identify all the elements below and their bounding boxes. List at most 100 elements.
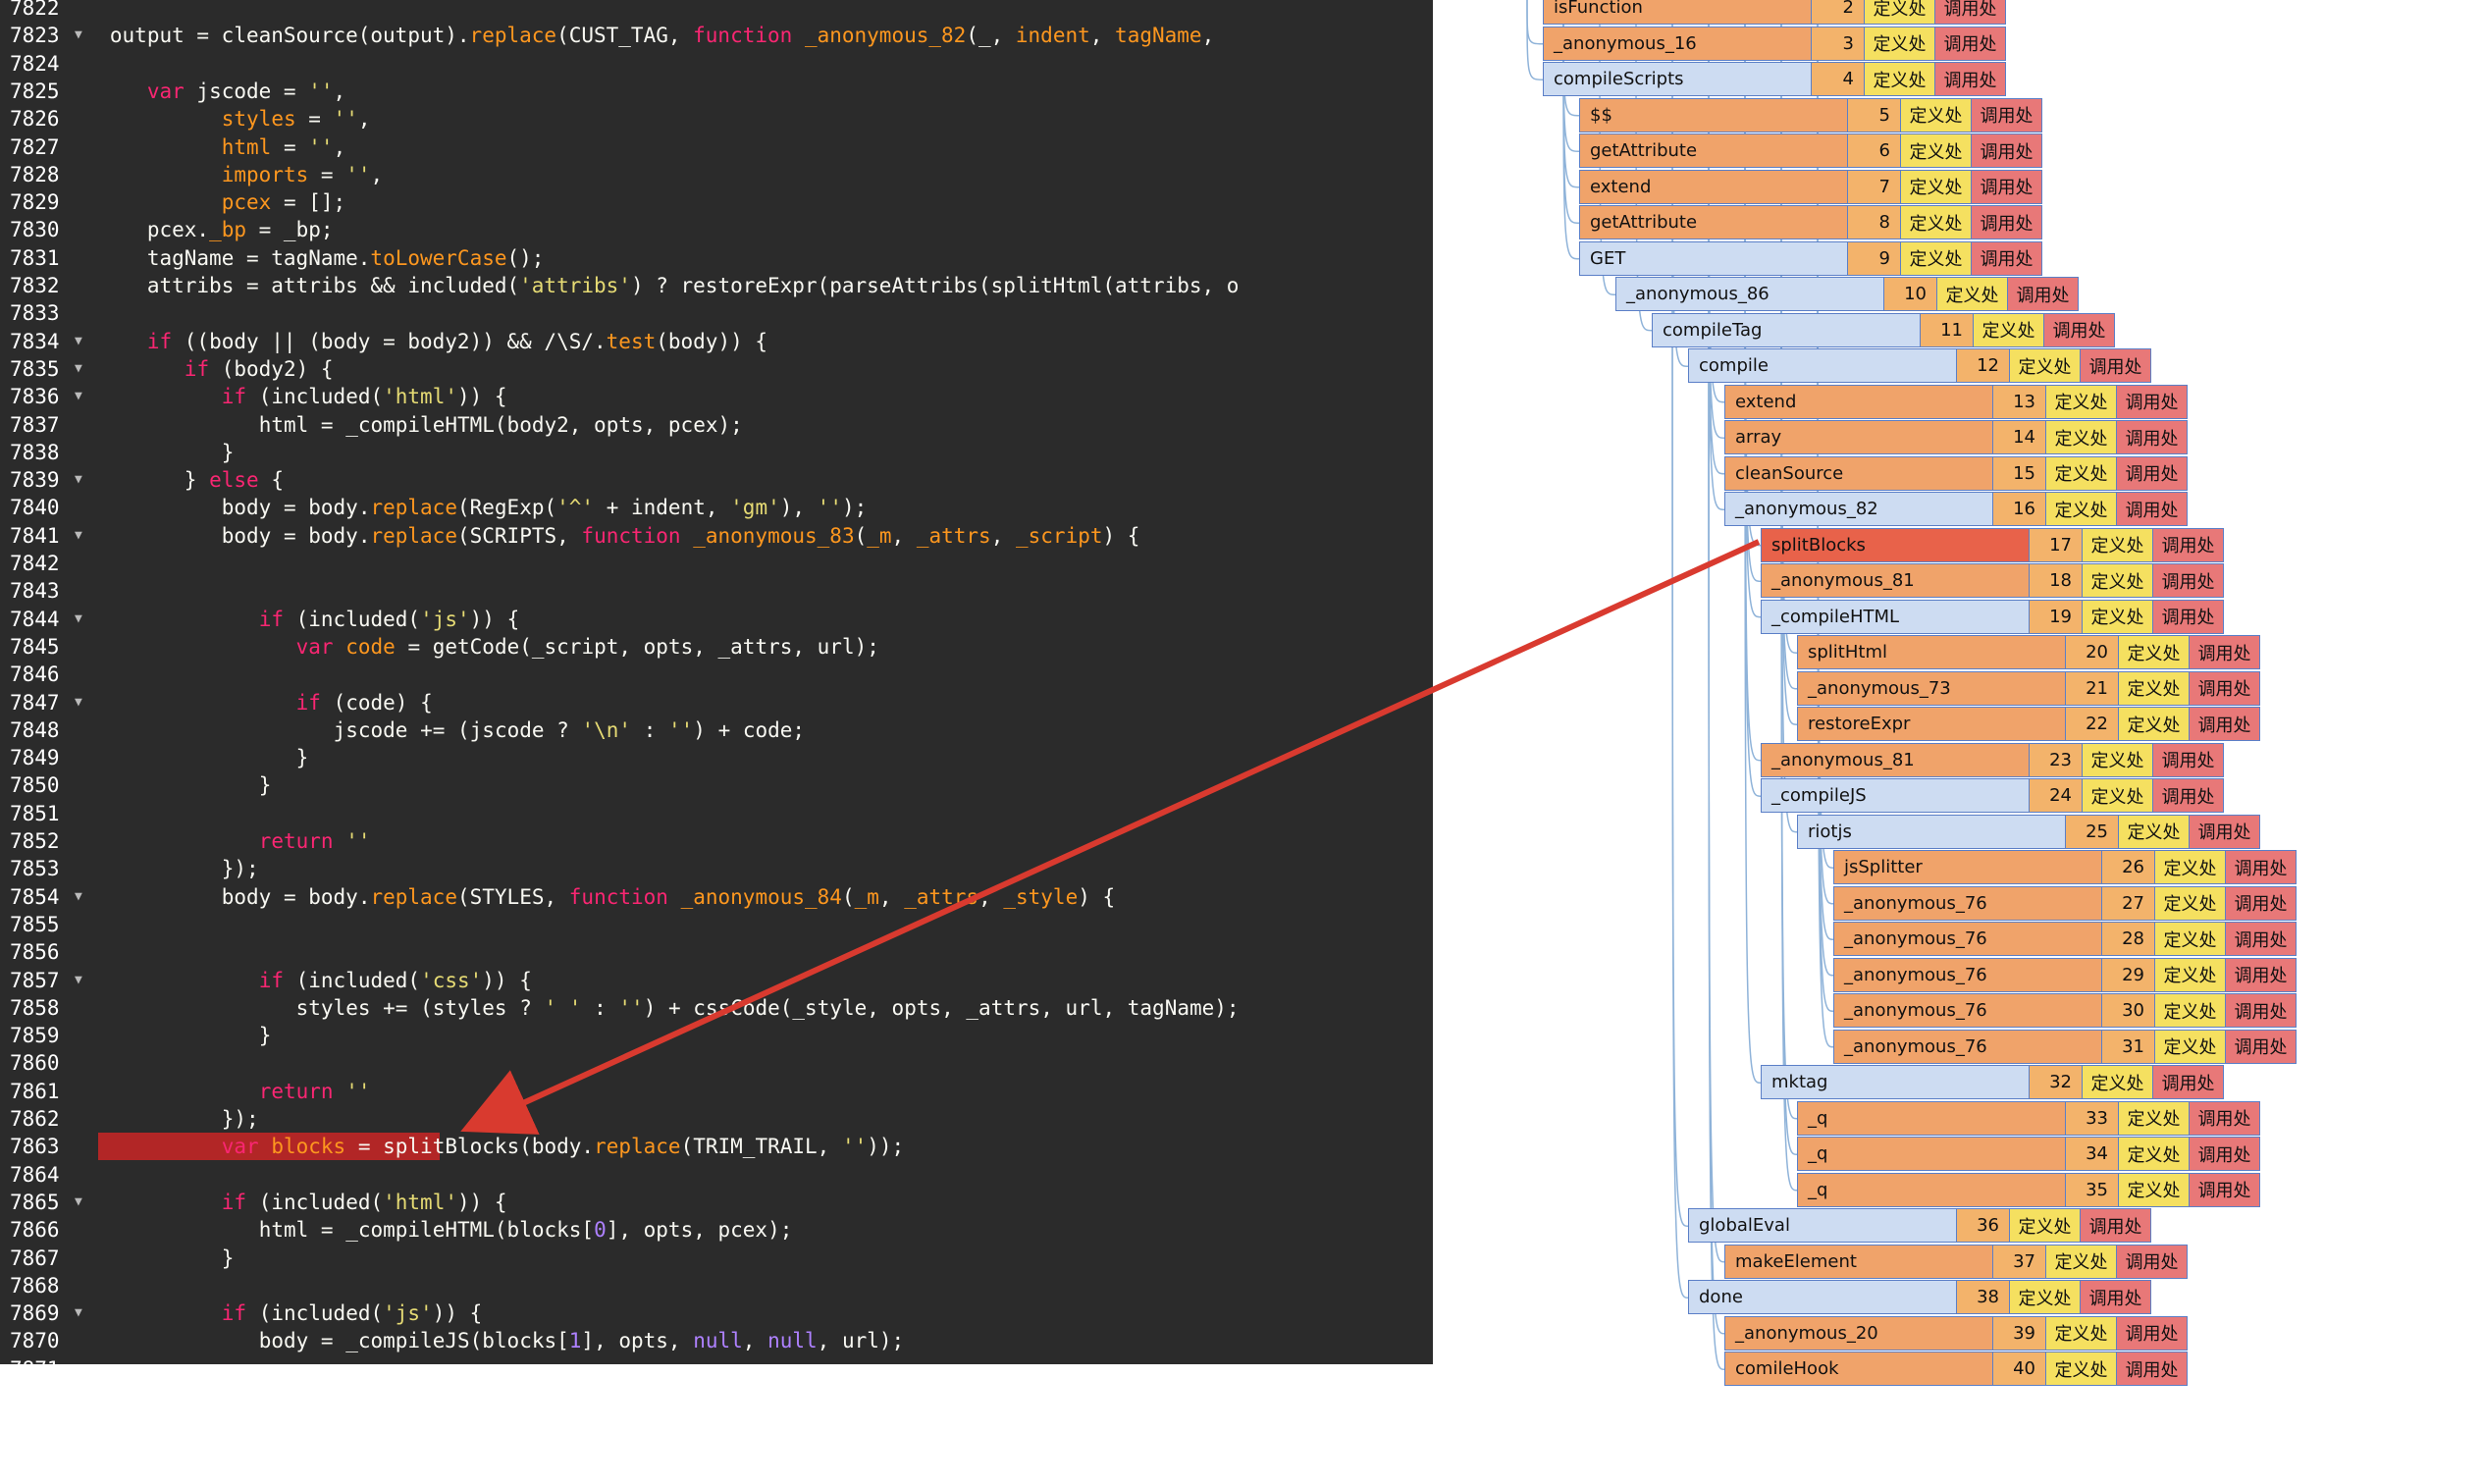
code-line[interactable]: 7843 [0,577,1433,605]
definition-link[interactable]: 定义处 [2155,1029,2226,1064]
code-line[interactable]: 7833 [0,299,1433,327]
call-site-link[interactable]: 调用处 [2226,885,2297,921]
definition-link[interactable]: 定义处 [2046,1315,2117,1351]
fold-toggle-icon[interactable]: ▼ [75,694,82,710]
call-site-link[interactable]: 调用处 [2190,1100,2260,1136]
definition-link[interactable]: 定义处 [1901,240,1972,276]
code-line[interactable]: 7855 [0,911,1433,938]
call-site-link[interactable]: 调用处 [2190,1137,2260,1171]
definition-link[interactable]: 定义处 [2083,1065,2153,1099]
fold-toggle-icon[interactable]: ▼ [75,888,82,904]
call-site-link[interactable]: 调用处 [2081,348,2151,383]
definition-link[interactable]: 定义处 [2046,384,2117,419]
definition-link[interactable]: 定义处 [2046,1244,2117,1279]
code-line[interactable]: 7867} [0,1245,1433,1272]
definition-link[interactable]: 定义处 [2083,599,2153,634]
definition-link[interactable]: 定义处 [1865,26,1935,61]
definition-link[interactable]: 定义处 [2046,492,2117,526]
code-line[interactable]: 7834▼if ((body || (body = body2)) && /\S… [0,328,1433,355]
call-site-link[interactable]: 调用处 [2190,1172,2260,1207]
definition-link[interactable]: 定义处 [2119,635,2190,669]
call-site-link[interactable]: 调用处 [2226,993,2297,1028]
code-line[interactable]: 7859} [0,1022,1433,1049]
fold-toggle-icon[interactable]: ▼ [75,610,82,626]
call-site-link[interactable]: 调用处 [2226,922,2297,956]
definition-link[interactable]: 定义处 [2155,993,2226,1028]
definition-link[interactable]: 定义处 [1901,97,1972,132]
definition-link[interactable]: 定义处 [1865,62,1935,96]
call-site-link[interactable]: 调用处 [2153,1065,2224,1099]
definition-link[interactable]: 定义处 [2083,563,2153,598]
code-line[interactable]: 7860 [0,1049,1433,1077]
code-line[interactable]: 7871 [0,1355,1433,1364]
code-line[interactable]: 7864 [0,1161,1433,1189]
fold-toggle-icon[interactable]: ▼ [75,333,82,348]
definition-link[interactable]: 定义处 [2010,1280,2081,1314]
call-site-link[interactable]: 调用处 [2117,455,2188,491]
call-site-link[interactable]: 调用处 [2008,277,2079,311]
definition-link[interactable]: 定义处 [2083,778,2153,813]
call-site-link[interactable]: 调用处 [2153,599,2224,634]
definition-link[interactable]: 定义处 [2155,922,2226,956]
call-site-link[interactable]: 调用处 [2153,563,2224,598]
code-line[interactable]: 7846 [0,661,1433,688]
call-site-link[interactable]: 调用处 [2044,312,2115,347]
code-line[interactable]: 7835▼if (body2) { [0,355,1433,383]
call-site-link[interactable]: 调用处 [1935,62,2006,96]
call-site-link[interactable]: 调用处 [2117,420,2188,454]
code-line[interactable]: 7824 [0,50,1433,78]
call-site-link[interactable]: 调用处 [1935,0,2006,25]
call-site-link[interactable]: 调用处 [2190,670,2260,706]
fold-toggle-icon[interactable]: ▼ [75,360,82,376]
code-line[interactable]: 7857▼if (included('css')) { [0,967,1433,994]
fold-toggle-icon[interactable]: ▼ [75,972,82,987]
code-line[interactable]: 7849} [0,744,1433,771]
definition-link[interactable]: 定义处 [2119,1100,2190,1136]
call-site-link[interactable]: 调用处 [2226,957,2297,992]
call-site-link[interactable]: 调用处 [2117,1352,2188,1386]
definition-link[interactable]: 定义处 [2119,707,2190,741]
call-site-link[interactable]: 调用处 [1972,133,2042,168]
code-line[interactable]: 7851 [0,800,1433,827]
call-site-link[interactable]: 调用处 [2081,1280,2151,1314]
call-site-link[interactable]: 调用处 [2153,742,2224,777]
fold-toggle-icon[interactable]: ▼ [75,27,82,43]
call-site-link[interactable]: 调用处 [2117,1244,2188,1279]
call-site-link[interactable]: 调用处 [1972,205,2042,239]
code-line[interactable]: 7839▼} else { [0,466,1433,494]
call-site-link[interactable]: 调用处 [1972,169,2042,204]
definition-link[interactable]: 定义处 [2155,885,2226,921]
